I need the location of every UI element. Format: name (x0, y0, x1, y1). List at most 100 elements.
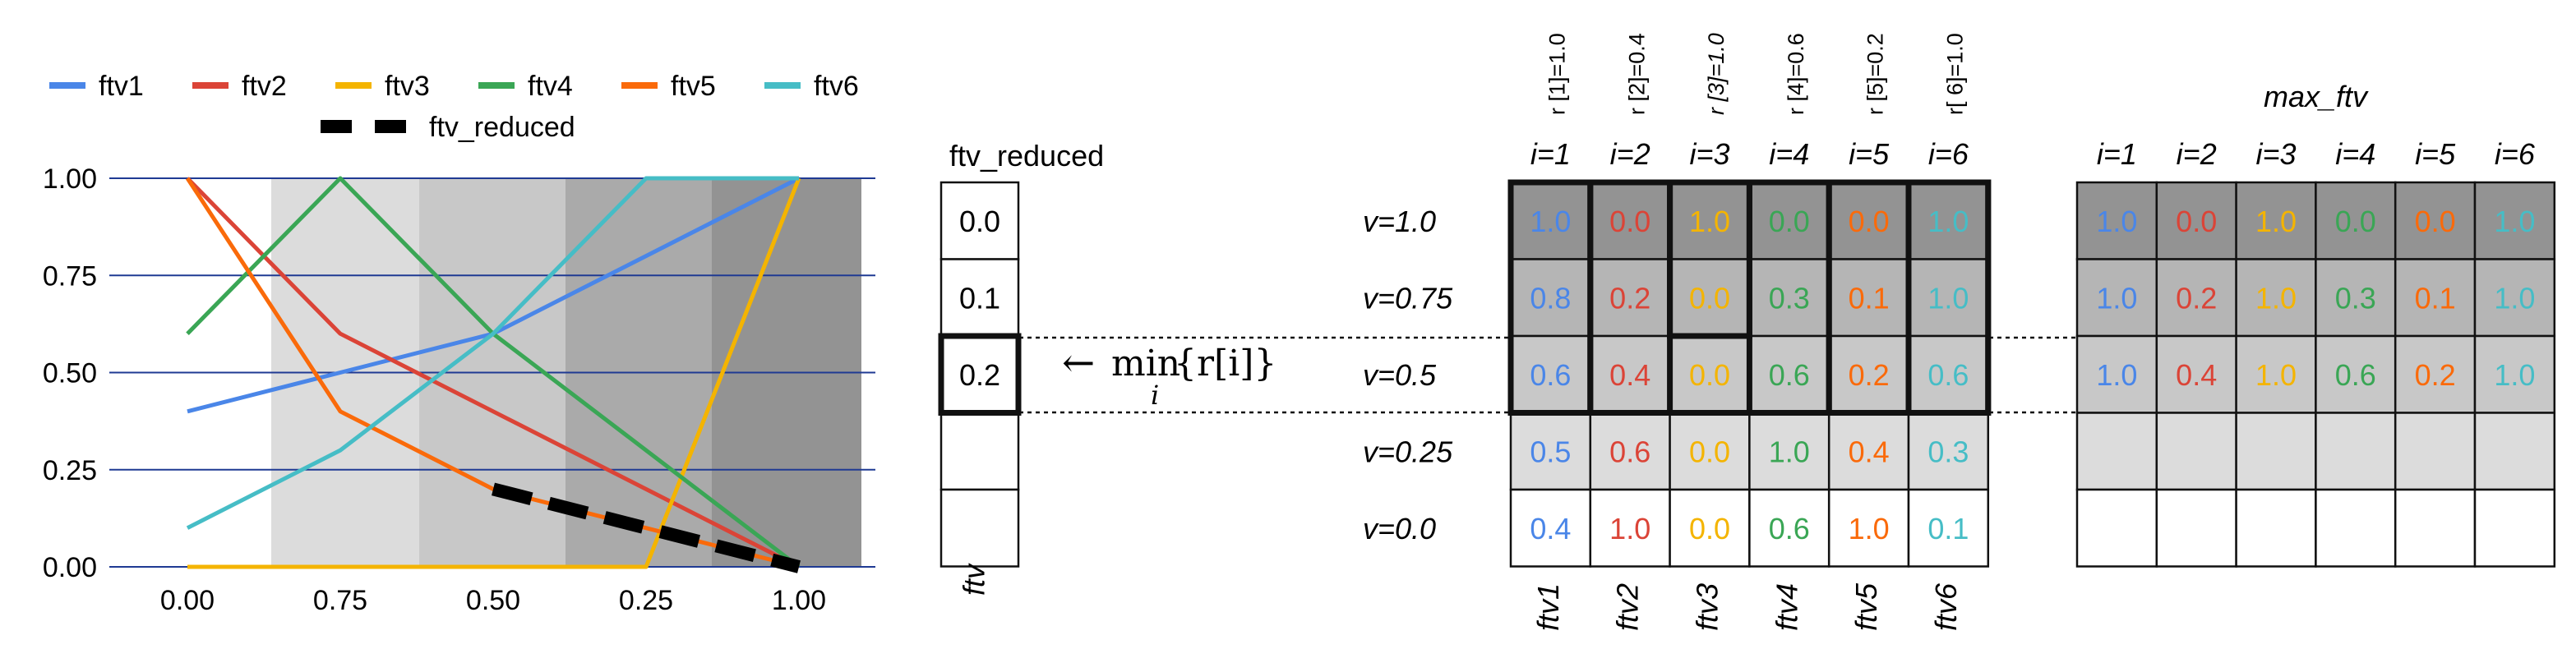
formula-subscript: i (1151, 380, 1159, 411)
max-table-cell (2473, 181, 2556, 260)
table-cell-value: 0.0 (1689, 358, 1730, 392)
max-table-cell-value: 0.3 (2335, 281, 2376, 315)
max-table-cell-value: 0.4 (2176, 358, 2217, 392)
max-table-cell (2235, 334, 2317, 414)
block-highlight (1507, 179, 1992, 416)
table-cell-value: 0.6 (1769, 358, 1810, 392)
column-header: i=5 (1849, 137, 1890, 171)
legend-label: ftv3 (385, 71, 430, 102)
series-line-ftv2 (186, 177, 801, 569)
bottom-label: ftv6 (1929, 582, 1963, 631)
max-table-cell (2075, 412, 2158, 491)
max-table-cell-value: 0.2 (2415, 358, 2456, 392)
series-line-ftv3 (187, 177, 801, 569)
r-label: r [1]=1.0 (1545, 33, 1570, 115)
max-table-cell-value: 1.0 (2255, 281, 2297, 315)
column-header: i=4 (1769, 137, 1809, 171)
max-ftv-title: max_ftv (2264, 80, 2369, 113)
series-line-ftv6 (186, 176, 799, 530)
max-table-cell-value: 1.0 (2494, 358, 2535, 392)
ftv-reduced-cells: 0.00.10.2 (938, 181, 1022, 568)
row-label: v=0.0 (1363, 512, 1436, 545)
table-cell-value: 0.2 (1609, 281, 1650, 315)
table-cell-value: 1.0 (1849, 512, 1890, 545)
r-label: r [2]=0.4 (1624, 33, 1649, 115)
table-cell-value: 0.1 (1849, 281, 1890, 315)
ftv-reduced-cell (939, 488, 1020, 568)
max-table-cell-value: 1.0 (2255, 358, 2297, 392)
legend-item-ftv6: ftv6 (764, 71, 859, 102)
table-cell (1589, 258, 1671, 338)
table-cell-value: 1.0 (1769, 435, 1810, 468)
max-table-cell (2315, 258, 2397, 338)
max-table-cell-value: 1.0 (2494, 281, 2535, 315)
max-table-cell-value: 1.0 (2255, 205, 2297, 238)
max-table-cell-value: 0.0 (2176, 205, 2217, 238)
table-cell-value: 0.0 (1769, 205, 1810, 238)
max-table-cell-value: 1.0 (2096, 281, 2137, 315)
row-label: v=0.75 (1363, 281, 1453, 315)
column-header: i=6 (1928, 137, 1969, 171)
bottom-label: ftv2 (1611, 583, 1645, 631)
max-table-cell (2473, 334, 2556, 414)
ftv-reduced-title: ftv_reduced (949, 139, 1104, 173)
column-header: i=1 (1530, 137, 1571, 171)
x-tick-label: 0.25 (619, 585, 673, 616)
x-tick-label: 0.50 (466, 585, 520, 616)
max-table-cell (2315, 412, 2397, 491)
max-table-cell-value: 0.2 (2176, 281, 2217, 315)
legend-label: ftv5 (671, 71, 716, 102)
table-row-labels: v=1.0v=0.75v=0.5v=0.25v=0.0 (1363, 205, 1453, 545)
table-cell-value: 1.0 (1927, 205, 1969, 238)
table-cell-value: 0.0 (1689, 281, 1730, 315)
row-label: v=0.25 (1363, 435, 1453, 468)
ftv-reduced-column: ftv_reduced 0.00.10.2 ftv (938, 139, 1104, 596)
table-cell (1907, 488, 1990, 568)
table-cell-value: 0.6 (1927, 358, 1969, 392)
max-table-cell (2394, 412, 2477, 491)
max-table-cell (2155, 488, 2237, 568)
max-table-cell-value: 1.0 (2096, 205, 2137, 238)
max-table-cell-value: 0.1 (2415, 281, 2456, 315)
chart-series (185, 176, 801, 573)
table-highlight-outlines (1507, 179, 1992, 416)
max-table-cell-value: 0.6 (2335, 358, 2376, 392)
legend-label: ftv1 (99, 71, 144, 102)
table-cell-value: 0.8 (1530, 281, 1571, 315)
formula-min: min (1111, 343, 1180, 384)
table-cell-value: 0.6 (1609, 435, 1650, 468)
table-cell (1509, 488, 1592, 568)
formula-arrow: ← (1062, 340, 1095, 386)
y-tick-label: 0.25 (43, 455, 97, 486)
x-tick-label: 0.00 (160, 585, 215, 616)
ftv-reduced-cell (939, 334, 1020, 414)
max-table-cell (2235, 488, 2317, 568)
y-tick-label: 0.50 (43, 358, 97, 389)
max-table-cell (2075, 181, 2158, 260)
legend-item-ftv-reduced: ftv_reduced (321, 112, 575, 143)
max-column-header: i=2 (2177, 137, 2217, 171)
table-cell (1748, 488, 1830, 568)
bottom-label: ftv3 (1691, 583, 1724, 631)
column-header: i=3 (1689, 137, 1729, 171)
table-cell-value: 0.1 (1927, 512, 1969, 545)
table-cell-value: 1.0 (1609, 512, 1650, 545)
table-cell (1509, 258, 1592, 338)
column-header: i=2 (1610, 137, 1650, 171)
max-table-cell-value: 1.0 (2494, 205, 2535, 238)
table-cell-value: 0.6 (1769, 512, 1810, 545)
legend-label: ftv6 (814, 71, 859, 102)
max-table-cell (2473, 412, 2556, 491)
legend-label: ftv4 (528, 71, 573, 102)
y-tick-labels: 0.000.250.500.751.00 (43, 163, 97, 583)
max-table-cell (2394, 334, 2477, 414)
max-table-cell (2235, 412, 2317, 491)
bottom-label: ftv5 (1849, 582, 1883, 631)
table-cell-value: 0.4 (1609, 358, 1650, 392)
legend-item-ftv4: ftv4 (478, 71, 573, 102)
legend-label: ftv_reduced (429, 112, 575, 143)
